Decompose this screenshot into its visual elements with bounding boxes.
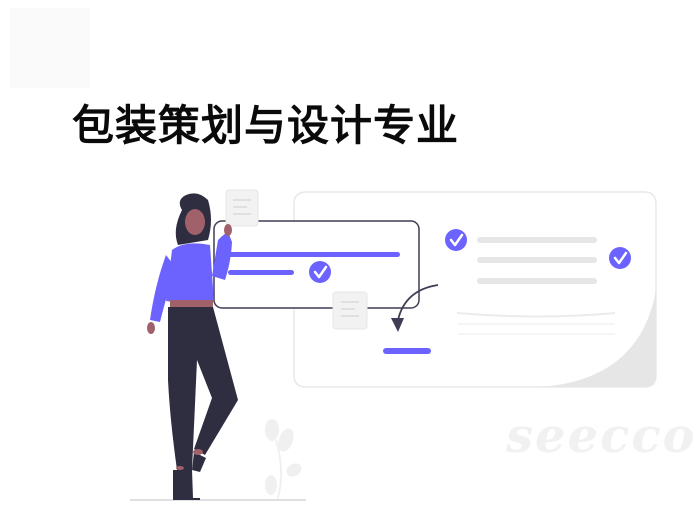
- check-icon: [309, 261, 331, 283]
- woman-figure: [147, 193, 238, 500]
- plant-icon: [265, 419, 302, 499]
- paper-note-icon: [332, 291, 368, 330]
- page-title: 包装策划与设计专业: [72, 101, 460, 150]
- watermark: seecco: [506, 408, 697, 464]
- check-icon: [445, 229, 467, 251]
- faint-background-block: [10, 8, 90, 88]
- paper-note-icon: [225, 189, 259, 227]
- curved-arrow-icon: [391, 284, 439, 332]
- check-icon: [609, 247, 631, 269]
